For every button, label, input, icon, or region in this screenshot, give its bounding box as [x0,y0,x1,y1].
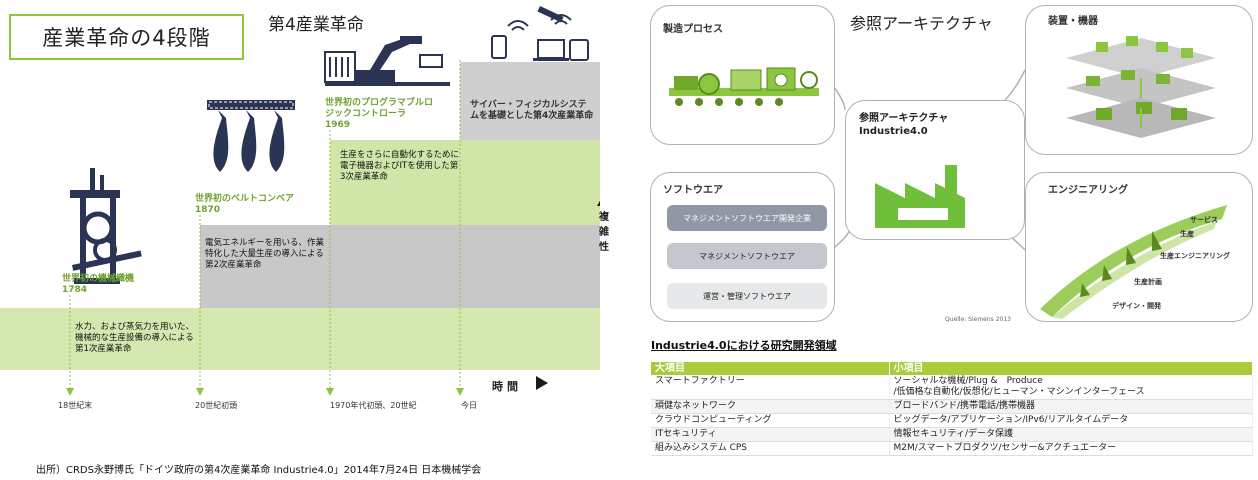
complexity-arrow-icon [597,200,600,206]
engineering-item-service: サービス [1190,216,1218,224]
equipment-title: 装置・機器 [1048,16,1098,27]
software-title: ソフトウエア [663,185,723,196]
equipment-tower-icon [1066,36,1216,138]
table-row: ITセキュリティ 情報セキュリティ/データ保護 [651,427,1253,442]
tick-1970s: 1970年代初頭、20世紀 [330,401,417,410]
table-row: 組み込みシステム CPS M2M/スマートプロダクツ/センサー&アクチュエーター [651,441,1253,456]
engineering-box: エンジニアリング サービス 生産 生産エンジニアリング 生産計画 デザイン・開発 [1025,172,1253,322]
subtitle: 第4産業革命 [268,15,364,35]
table-cell-minor: 情報セキュリティ/データ保護 [889,427,1253,442]
center-box [845,100,1025,240]
loom-icon [70,168,142,284]
table-cell-major: 組み込みシステム CPS [651,441,890,456]
manufacturing-box: 製造プロセス [650,5,835,145]
equipment-box: 装置・機器 [1025,5,1253,155]
robot-arm-icon [324,36,450,86]
table-cell-major: スマートファクトリー [651,375,890,400]
table-cell-minor: ビッグデータ/アプリケーション/IPv6/リアルタイムデータ [889,413,1253,428]
table-cell-minor: ソーシャルな機械/Plug & Produce/低価格な自動化/仮想化/ヒューマ… [889,375,1253,400]
stage-2-desc: 電気エネルギーを用いる、作業特化した大量生産の導入による第2次産業革命 [205,238,325,270]
band-stage-1 [0,308,600,370]
tick-18th-century: 18世紀末 [58,401,93,410]
engineering-item-production: 生産 [1180,230,1194,238]
center-box-title: 参照アーキテクチャ Industrie4.0 [859,113,949,137]
table-cell-major: クラウドコンピューティング [651,413,890,428]
table-cell-major: 頑健なネットワーク [651,399,890,414]
tick-early-20th: 20世紀初頭 [195,401,238,410]
timeline-graphic [0,6,600,412]
software-item-management: マネジメントソフトウエア [667,243,827,269]
stage-3-desc: 生産をさらに自動化するために電子機器およびITを使用した第3次産業革命 [340,150,460,182]
table-row: クラウドコンピューティング ビッグデータ/アプリケーション/IPv6/リアルタイ… [651,413,1253,428]
conveyor-icon [207,100,295,172]
table-cell-minor: M2M/スマートプロダクツ/センサー&アクチュエーター [889,441,1253,456]
band-stage-4 [460,62,600,140]
tick-today: 今日 [461,401,477,410]
time-arrow-icon [536,376,548,390]
software-item-operations: 運営・管理ソフトウエア [667,283,827,309]
software-item-developer: マネジメントソフトウエア開発企業 [667,205,827,231]
band-stage-3 [330,140,600,225]
engineering-item-planning: 生産計画 [1134,278,1162,286]
source-note: 出所）CRDS永野博氏「ドイツ政府の第4次産業革命 Industrie4.0」2… [36,465,482,476]
engineering-item-prod-engineering: 生産エンジニアリング [1160,252,1230,260]
band-stage-2 [200,225,600,308]
table-cell-major: ITセキュリティ [651,427,890,442]
software-box: ソフトウエア マネジメントソフトウエア開発企業 マネジメントソフトウエア 運営・… [650,172,835,322]
source-quelle: Quelle: Siemens 2013 [945,316,1011,323]
table-row: 頑健なネットワーク ブロードバンド/携帯電話/携帯機器 [651,399,1253,414]
table-row: スマートファクトリー ソーシャルな機械/Plug & Produce/低価格な自… [651,375,1253,400]
stage-4-label: サイバー・フィジカルシステムを基礎とした第4次産業革命 [470,100,594,121]
manufacturing-line-icon [669,67,819,106]
time-label: 時間 [492,380,522,393]
factory-icon [875,165,965,228]
engineering-chevron-icon [1040,205,1227,319]
page-title: 産業革命の4段階 [9,14,244,60]
engineering-item-design: デザイン・開発 [1112,302,1161,310]
table-header-row: 大項目 小項目 [651,362,1253,375]
engineering-title: エンジニアリング [1048,185,1128,196]
complexity-label: 複雑性 [599,212,609,253]
architecture-title: 参照アーキテクチャ [850,14,993,33]
table-title: Industrie4.0における研究開発領域 [651,339,837,352]
stage-1-desc: 水力、および蒸気力を用いた、機械的な生産設備の導入による第1次産業革命 [75,322,195,354]
reference-architecture-panel: 製造プロセス 参照アーキテクチャ 装置・機器 [645,0,1258,480]
research-areas-table: 大項目 小項目 スマートファクトリー ソーシャルな機械/Plug & Produ… [651,362,1253,456]
manufacturing-title: 製造プロセス [663,24,723,35]
table-header-minor: 小項目 [889,362,1253,375]
cyber-physical-icon [491,6,589,61]
table-cell-minor: ブロードバンド/携帯電話/携帯機器 [889,399,1253,414]
table-header-major: 大項目 [651,362,890,375]
